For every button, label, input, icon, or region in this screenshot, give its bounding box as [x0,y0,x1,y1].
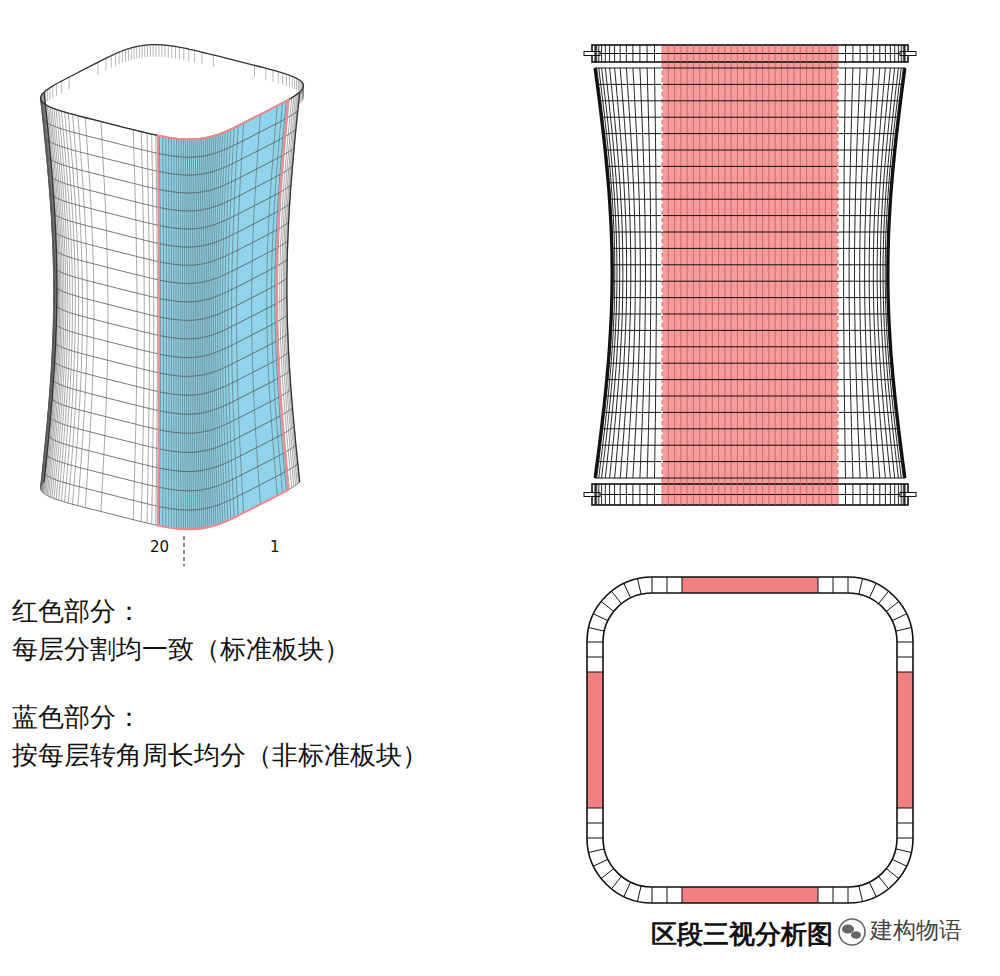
callout-number: 1 [270,538,280,556]
figure-caption: 区段三视分析图 [651,919,833,950]
icon-bubble [842,925,854,934]
floor-lines [595,68,905,478]
tower-elevation [584,45,916,505]
legend-note: 按每层转角周长均分（非标准板块） [12,740,428,771]
top-edge [41,45,304,140]
inner-wall-lines [44,45,303,104]
tower-plan [587,577,913,903]
marker-tick [183,536,184,566]
wechat-icon [839,919,865,945]
silhouette [595,68,905,478]
legend-heading: 红色部分： [12,596,142,627]
tower-perspective [41,45,304,530]
icon-bubble [851,931,861,939]
icon-ring [839,919,865,945]
band-edge [662,68,838,478]
band-outline [158,100,288,530]
standard-mullions [662,45,838,505]
silhouette [44,92,300,482]
cap-notch [584,493,600,497]
panel-joints [587,577,913,903]
standard-panel [682,577,818,593]
standard-band [662,45,838,505]
plan-outline [587,577,913,903]
cap-notch [584,52,600,56]
legend-note: 每层分割均一致（标准板块） [12,634,350,665]
standard-panel [897,672,913,808]
watermark: 建构物语 [870,917,962,945]
mullion-lines [41,92,300,529]
cap-notch [900,52,916,56]
corner-mullions [595,45,905,505]
cap-notch [900,493,916,497]
legend-heading: 蓝色部分： [12,702,142,733]
callout-number: 20 [150,538,169,556]
standard-panel [682,887,818,903]
standard-panel [587,672,603,808]
floor-lines [41,92,300,529]
